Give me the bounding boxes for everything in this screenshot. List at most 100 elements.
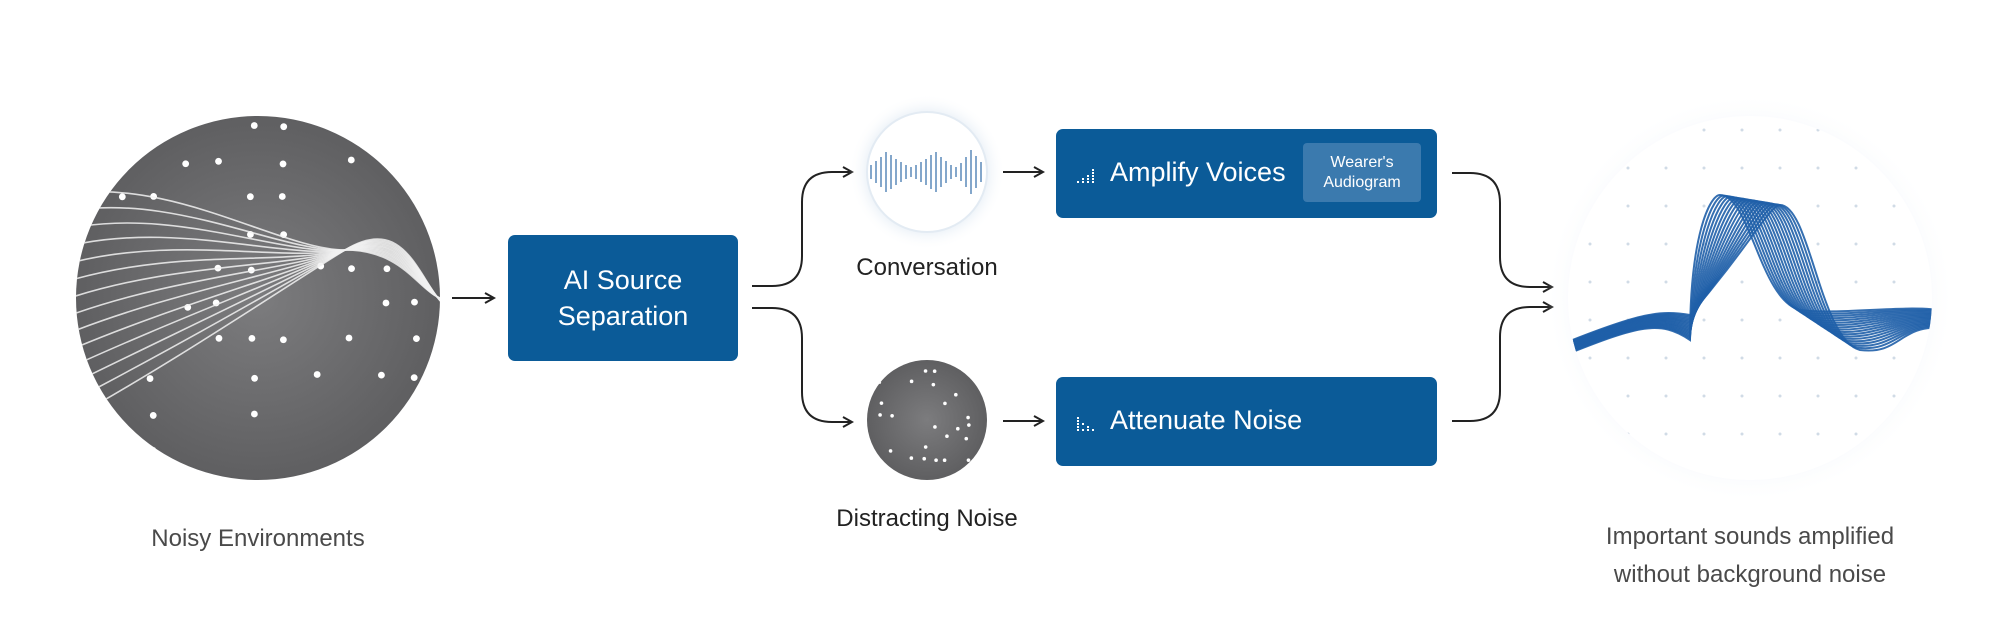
noise-dot xyxy=(383,265,391,273)
small-noise-dots xyxy=(877,369,971,463)
noise-dot xyxy=(413,121,421,129)
noise-dot xyxy=(410,374,418,382)
small-noise-dot xyxy=(923,445,928,449)
amplify-voices-box: Amplify Voices Wearer's Audiogram xyxy=(1056,129,1437,218)
small-noise-dot xyxy=(967,370,971,375)
small-noise-dot xyxy=(967,423,971,427)
voice-bar xyxy=(935,152,937,192)
voice-bar xyxy=(945,161,947,183)
output-faint-dots xyxy=(1588,128,1896,436)
noise-dot xyxy=(146,375,154,382)
arrow-ai-to-conversation xyxy=(752,172,852,287)
noise-dot xyxy=(411,298,418,306)
small-noise-dot xyxy=(934,458,938,462)
small-noise-dot xyxy=(877,380,882,384)
noise-dot xyxy=(280,123,288,131)
faint-dot xyxy=(1892,242,1896,246)
faint-dot xyxy=(1816,394,1820,398)
clean-wave-line xyxy=(1568,203,1932,352)
noise-dot xyxy=(313,371,321,378)
faint-dot xyxy=(1740,128,1744,132)
output-label-line1: Important sounds amplified xyxy=(1605,523,1895,550)
faint-dot xyxy=(1702,204,1706,208)
faint-dot xyxy=(1740,356,1744,360)
faint-dot xyxy=(1778,356,1782,360)
faint-dot xyxy=(1854,394,1858,398)
voice-bar xyxy=(970,150,972,194)
wearers-audiogram-badge: Wearer's Audiogram xyxy=(1303,143,1421,202)
faint-dot xyxy=(1740,318,1744,322)
clean-wave-line xyxy=(1568,195,1932,354)
faint-dot xyxy=(1854,432,1858,436)
faint-dot xyxy=(1892,128,1896,132)
faint-dot xyxy=(1854,356,1858,360)
arrow-attenuate-to-output xyxy=(1452,307,1552,422)
faint-dot xyxy=(1626,356,1630,360)
noise-dots-icon xyxy=(1077,417,1094,431)
noise-dot xyxy=(250,122,258,129)
voice-bar xyxy=(920,162,922,182)
clean-wave-line xyxy=(1568,196,1932,354)
faint-dot xyxy=(1778,166,1782,170)
small-noise-dot xyxy=(909,456,914,460)
faint-dot xyxy=(1816,166,1820,170)
attenuate-noise-box: Attenuate Noise xyxy=(1056,377,1437,466)
faint-dot xyxy=(1626,394,1630,398)
clean-wave-line xyxy=(1568,199,1932,350)
noise-dot xyxy=(248,334,256,342)
noise-dot xyxy=(149,412,157,419)
arrow-ai-to-noise xyxy=(752,307,852,422)
voice-bar xyxy=(930,155,932,189)
noise-dot xyxy=(347,156,355,164)
faint-dot xyxy=(1854,280,1858,284)
faint-dot xyxy=(1892,394,1896,398)
amplify-voices-title: Amplify Voices xyxy=(1110,157,1286,187)
clean-wave-line xyxy=(1568,198,1932,351)
faint-dot xyxy=(1892,280,1896,284)
voice-bar xyxy=(955,167,957,177)
noise-dot xyxy=(382,299,390,307)
ai-separation-line2: Separation xyxy=(557,301,689,331)
faint-dot xyxy=(1664,394,1668,398)
conversation-circle xyxy=(849,94,1005,250)
faint-dot xyxy=(1702,432,1706,436)
faint-dot xyxy=(1664,432,1668,436)
voice-bar xyxy=(950,165,952,179)
faint-dot xyxy=(1626,280,1630,284)
noise-dot xyxy=(250,410,258,418)
arrow-amplify-to-output xyxy=(1452,172,1552,287)
faint-dot xyxy=(1626,242,1630,246)
faint-dot xyxy=(1626,128,1630,132)
noise-wave-line xyxy=(76,238,440,426)
faint-dot xyxy=(1854,204,1858,208)
small-noise-dot xyxy=(923,369,928,373)
small-noise-dot xyxy=(966,458,971,462)
small-noise-dot xyxy=(933,425,937,429)
noise-dot xyxy=(382,156,390,164)
faint-dot xyxy=(1816,204,1820,208)
noise-dot xyxy=(348,265,355,273)
faint-dot xyxy=(1854,166,1858,170)
noise-dot xyxy=(347,120,355,127)
clean-wave-line xyxy=(1568,193,1932,356)
small-noise-dot xyxy=(954,392,958,397)
noise-dot xyxy=(413,193,421,201)
faint-dot xyxy=(1702,394,1706,398)
faint-dot xyxy=(1740,394,1744,398)
conversation-label: Conversation xyxy=(856,254,998,281)
clean-wave-line xyxy=(1568,197,1932,352)
faint-dot xyxy=(1702,356,1706,360)
faint-dot xyxy=(1702,128,1706,132)
clean-wave-line xyxy=(1568,201,1932,348)
voice-bar xyxy=(900,162,902,182)
small-noise-dot xyxy=(945,434,949,439)
small-noise-dot xyxy=(932,369,937,374)
voice-bar xyxy=(965,157,967,187)
output-label: Important sounds amplified without backg… xyxy=(1555,518,1945,594)
voice-bar xyxy=(885,152,887,192)
faint-dot xyxy=(1816,242,1820,246)
noise-dot xyxy=(113,160,121,168)
faint-dot xyxy=(1892,356,1896,360)
voice-bar xyxy=(980,162,982,182)
voice-bar xyxy=(890,155,892,189)
